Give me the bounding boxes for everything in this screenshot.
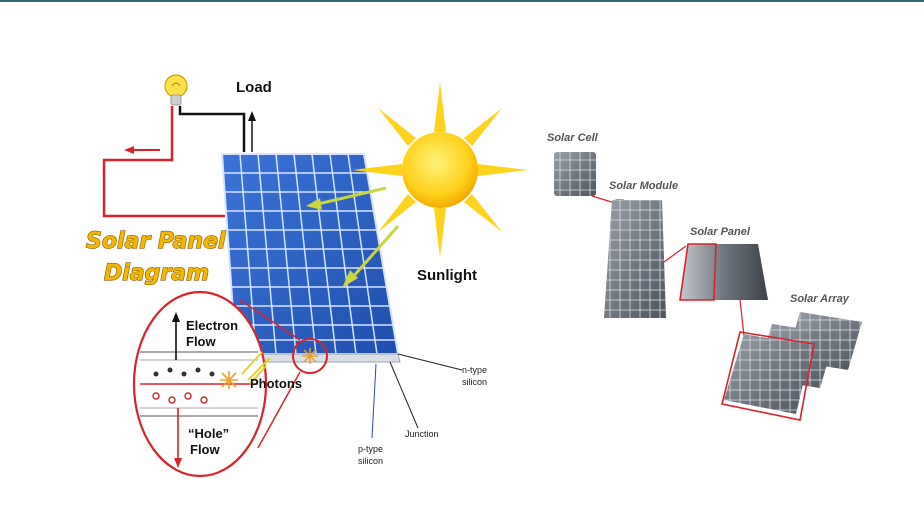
junction-label: Junction [405, 429, 439, 439]
photon-rays [241, 351, 271, 385]
n-type-label-1: n-type [462, 365, 487, 375]
solar-cell-label: Solar Cell [547, 132, 599, 144]
solar-module-label: Solar Module [609, 180, 678, 192]
solar-array-label: Solar Array [790, 293, 850, 305]
photons-label: Photons [250, 376, 302, 391]
solar-array-graphic [721, 312, 862, 421]
zoom-connector-bottom [257, 371, 301, 449]
current-arrowhead [124, 146, 134, 154]
solar-panel-graphic [220, 153, 401, 363]
hole-flow-label-2: Flow [190, 442, 220, 457]
p-type-label-1: p-type [358, 444, 383, 454]
photon-burst-icon [220, 371, 238, 389]
hole-flow-label-1: “Hole” [188, 426, 229, 441]
top-border-line [0, 0, 924, 2]
zoom-target-circle [292, 338, 328, 374]
hole-flow-arrowhead [174, 458, 182, 468]
diagram-title-line2: Diagram [104, 261, 209, 286]
sunlight-arrows [306, 186, 400, 288]
panel-to-array-connector [739, 299, 745, 337]
load-arrowhead [248, 111, 256, 121]
module-to-panel-connector [663, 245, 687, 263]
electron-flow-arrowhead [172, 312, 180, 322]
holes [152, 392, 208, 404]
electron-flow-label-2: Flow [186, 334, 216, 349]
sun-icon [352, 82, 528, 258]
return-wire [102, 106, 225, 218]
electrons [153, 367, 215, 377]
n-type-label-2: silicon [462, 377, 487, 387]
electron-flow-label-1: Electron [186, 318, 238, 333]
solar-panel-label: Solar Panel [690, 226, 751, 238]
diagram-title-line1: Solar Panel [86, 229, 226, 254]
spark-icon [302, 348, 318, 364]
load-label: Load [236, 79, 272, 96]
junction-pointer [389, 361, 419, 429]
p-type-label-2: silicon [358, 456, 383, 466]
solar-panel-small-graphic [679, 243, 768, 301]
sunlight-label: Sunlight [417, 267, 477, 284]
zoom-connector-top [239, 299, 301, 341]
load-wire [178, 106, 246, 152]
solar-module-graphic [604, 200, 666, 318]
solar-cell-graphic [554, 152, 596, 196]
silicon-layers [140, 351, 258, 417]
lightbulb-icon [164, 74, 188, 106]
p-type-pointer [371, 363, 377, 439]
n-type-pointer [397, 353, 463, 371]
